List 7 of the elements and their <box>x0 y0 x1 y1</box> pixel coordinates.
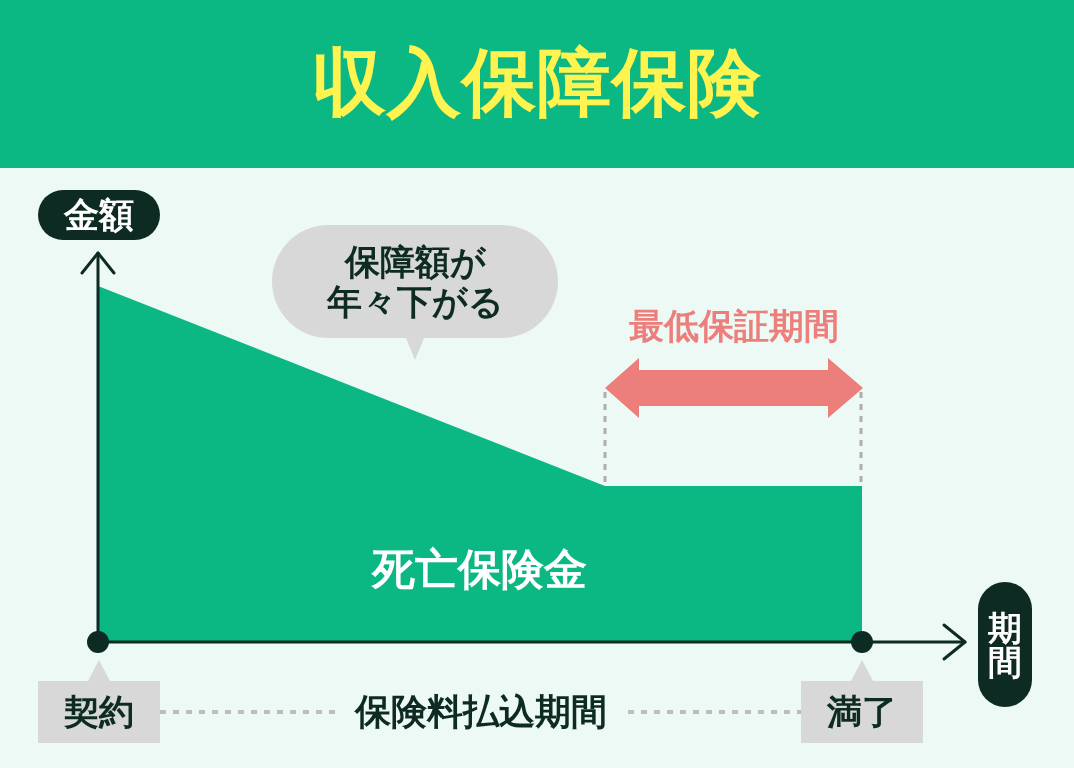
title-banner: 収入保障保険 <box>0 0 1074 168</box>
callout-box: 契約 <box>38 660 160 743</box>
callout-box: 満了 <box>801 660 923 743</box>
speech-bubble: 保障額が年々下がる <box>272 225 558 360</box>
axis-label: 期間 <box>978 582 1032 707</box>
axis-label: 金額 <box>38 190 160 240</box>
span-label: 最低保証期間 <box>629 305 839 347</box>
